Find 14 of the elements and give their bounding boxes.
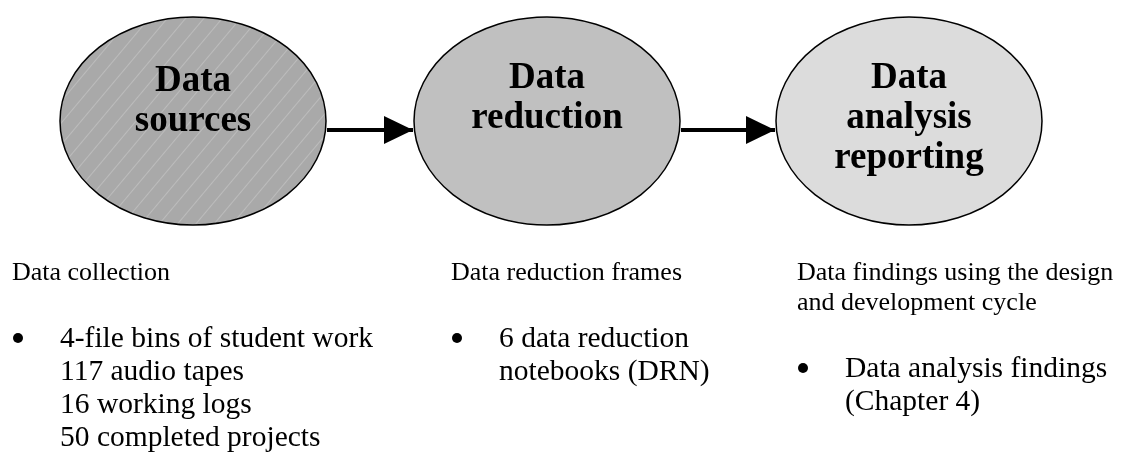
column-heading: Data collection [12,257,172,287]
node-title: Data sources [133,59,253,139]
list-item: 50 completed projects [60,420,321,452]
list-item: 6 data reduction notebooks (DRN) [499,321,711,387]
list-item: 117 audio tapes [60,354,245,387]
list-item: 16 working logs [60,387,252,420]
node-title: Data analysis reporting [833,56,985,176]
arrow [681,116,775,144]
column-heading: Data findings using the design and development cycle [797,257,1115,317]
node-title: Data reduction [470,56,624,136]
arrow [327,116,413,144]
column-heading: Data reduction frames [451,257,683,287]
list-item: 4-file bins of student work [60,321,373,354]
list-item: Data analysis findings (Chapter 4) [845,351,1109,417]
